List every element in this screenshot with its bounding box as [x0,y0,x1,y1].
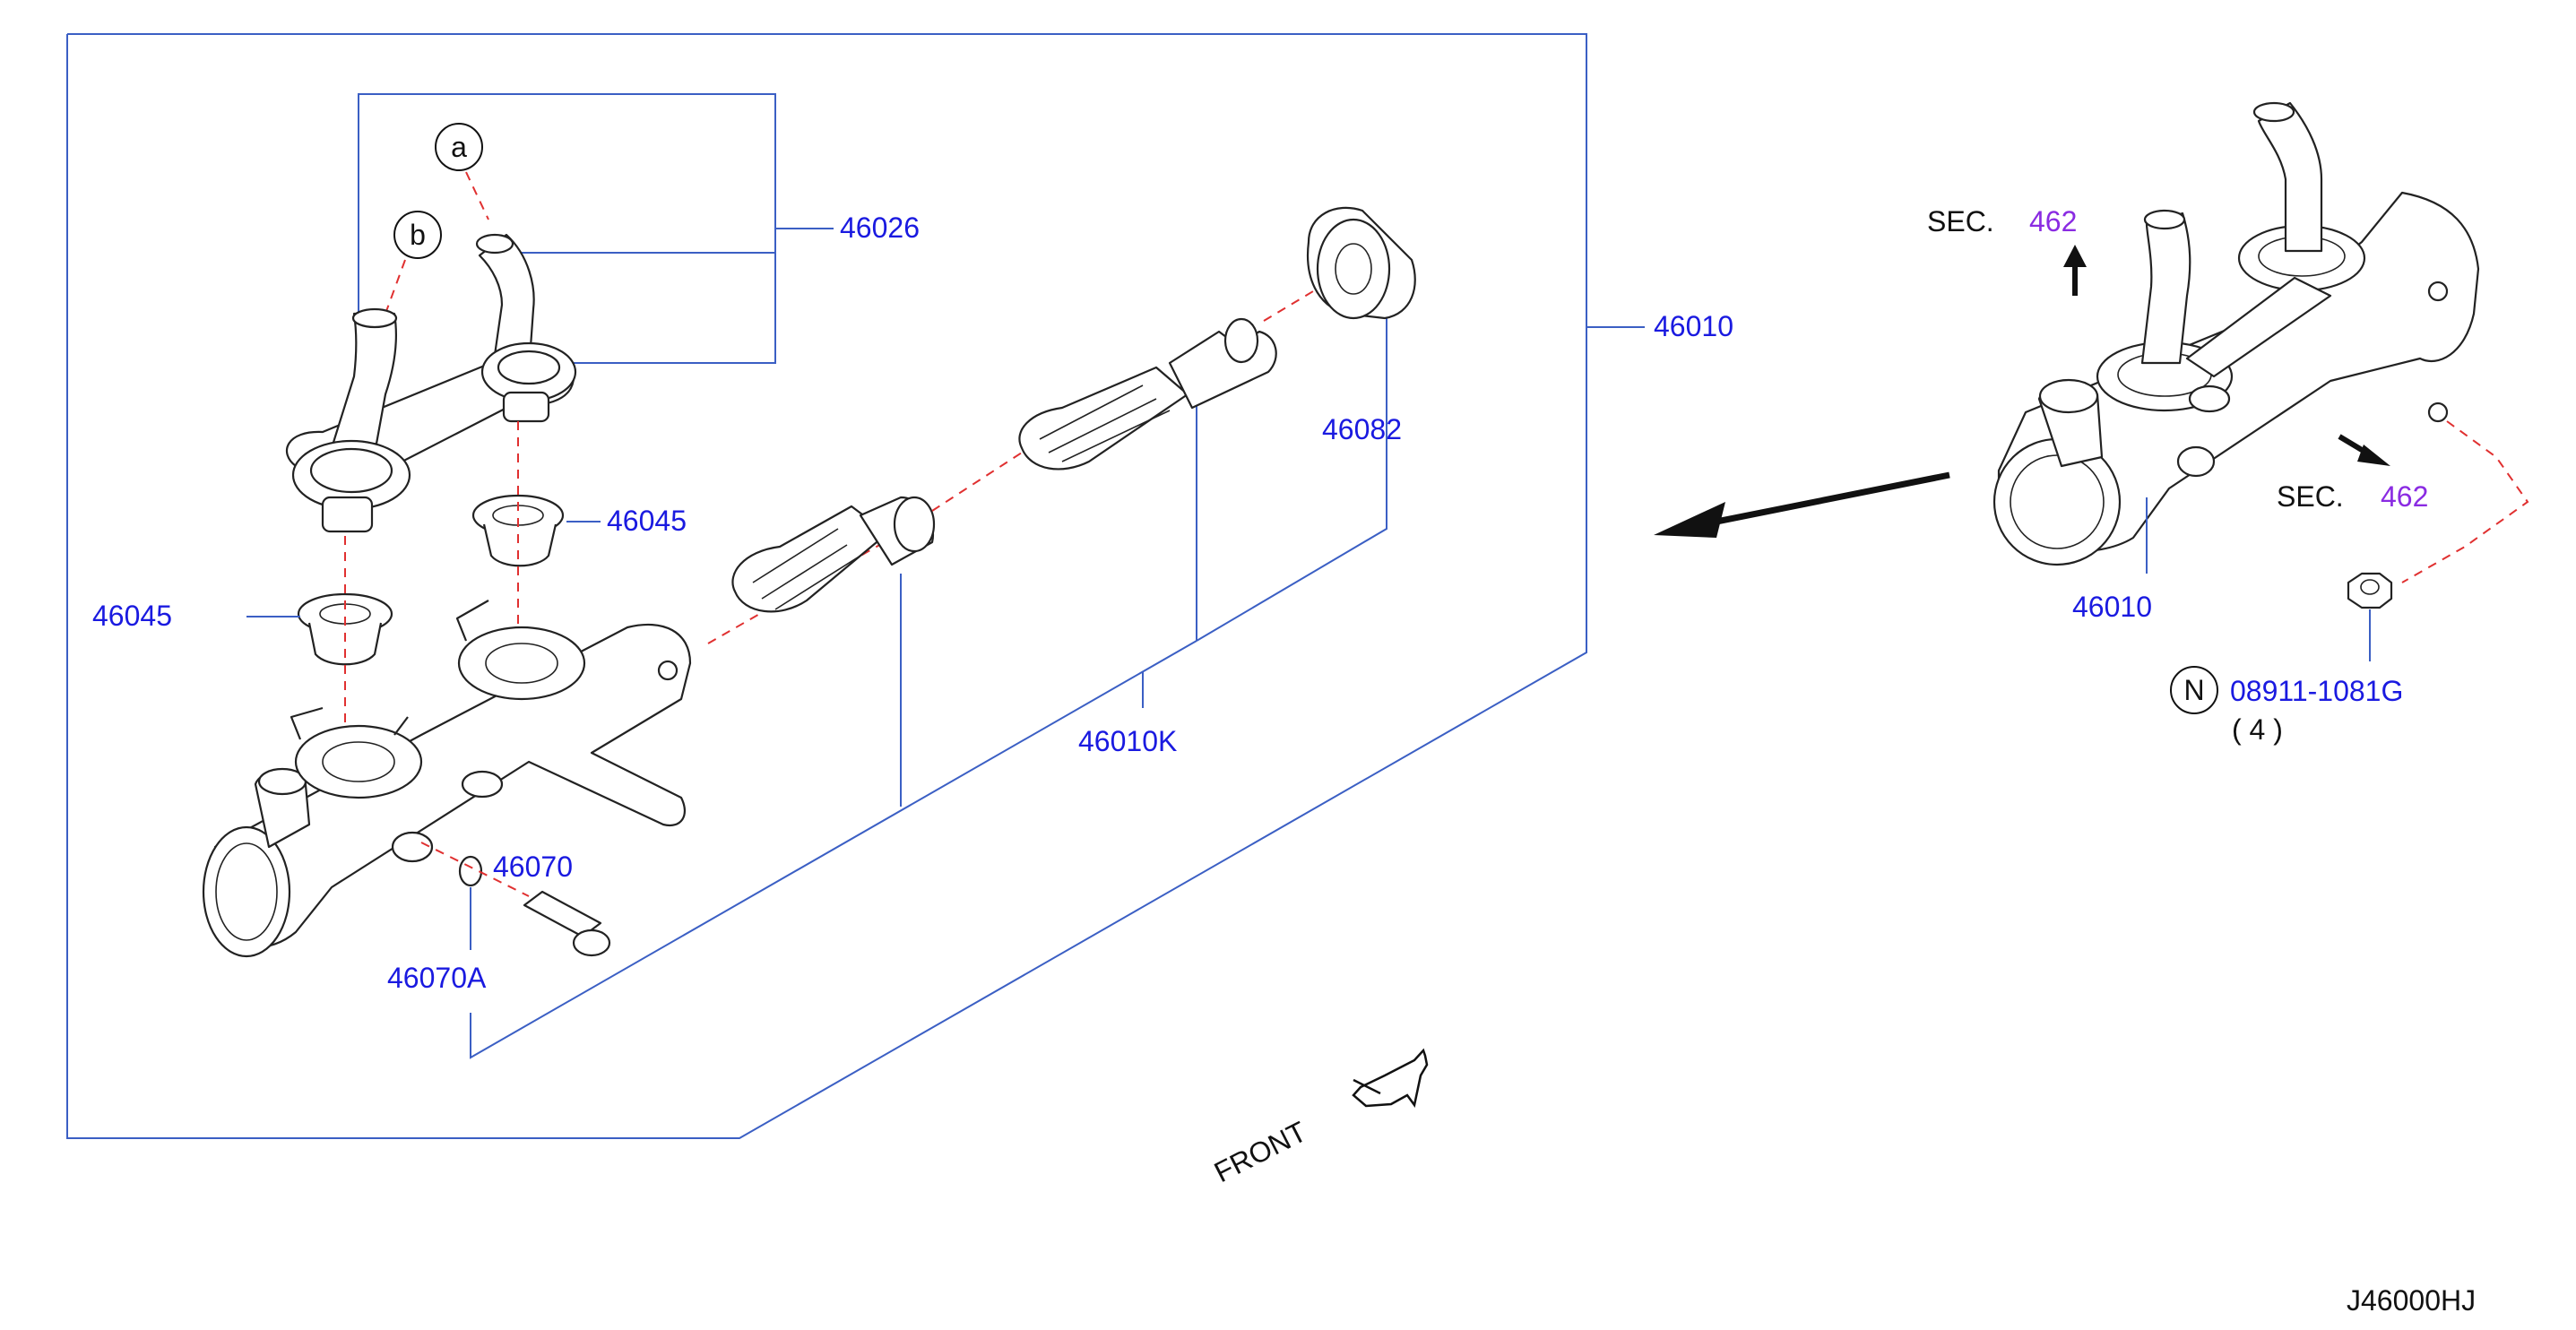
grommet-left [297,592,393,666]
installed-master-cylinder [1993,101,2480,566]
sec-number-top: 462 [2029,205,2077,238]
label-46045-right: 46045 [607,505,687,537]
callout-b-circle [393,211,442,259]
label-46045-left: 46045 [92,600,172,632]
leader-46082 [1196,318,1387,642]
centerline-a [465,171,489,220]
flange-nut [2347,572,2393,609]
diagram-code: J46000HJ [2347,1284,2476,1317]
callout-n-label: N [2183,674,2204,706]
sec-label-top: SEC. [1927,205,1994,238]
bracket-46010K [470,640,1197,1059]
sec-bottom-arrow-head [2357,445,2390,466]
label-08911-1081G: 08911-1081G [2230,675,2403,707]
label-46082: 46082 [1322,413,1402,445]
bracket-46026 [358,93,776,364]
o-ring [458,855,483,887]
master-cylinder-body [202,600,692,958]
centerline-pin [420,842,530,897]
callout-b-label: b [410,219,426,251]
centerline-pistons [931,452,1023,512]
primary-piston [731,496,936,613]
centerline-nut [2401,420,2529,583]
label-46026: 46026 [840,212,920,244]
sec-label-bottom: SEC. [2277,480,2344,513]
sec-number-bottom: 462 [2381,480,2428,513]
reservoir-hose-assembly [286,233,577,533]
secondary-piston [1018,317,1277,471]
assembly-frame [66,33,1587,1139]
label-quantity: ( 4 ) [2232,713,2283,746]
callout-a-circle [435,123,483,171]
sec-top-arrow-head [2063,245,2087,267]
centerline-b [385,259,406,315]
label-46010-main: 46010 [1654,310,1733,342]
label-46070: 46070 [493,851,573,883]
label-46010-side: 46010 [2072,591,2152,623]
callout-a-label: a [451,131,467,163]
stopper-pin [523,890,611,957]
front-arrow-icon [1352,1048,1429,1109]
grommet-right [471,494,565,567]
label-46070A: 46070A [387,962,487,994]
direction-arrow-head [1654,502,1725,538]
direction-arrow-shaft [1702,471,1950,528]
callout-n-circle [2170,666,2218,714]
label-46010K: 46010K [1078,725,1177,757]
front-label: FRONT [1209,1115,1312,1188]
dust-boot [1307,206,1416,320]
